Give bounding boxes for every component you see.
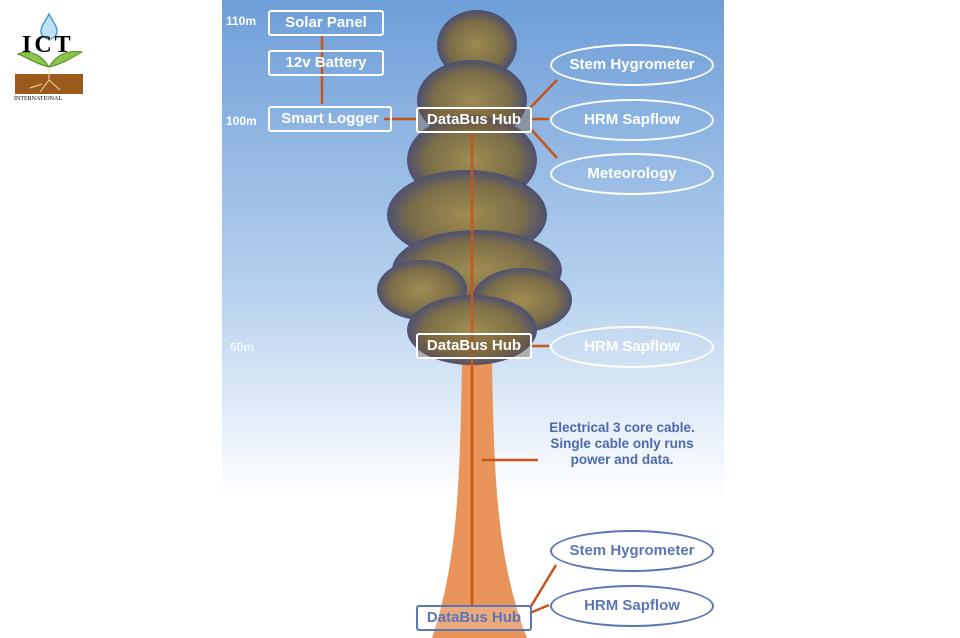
- ict-logo: ICT INTERNATIONAL: [12, 12, 86, 104]
- tree-diagram: 110m 100m 60m Solar Panel 12v Battery Sm…: [222, 0, 724, 638]
- sensor-hrm-sapflow-top: HRM Sapflow: [550, 99, 714, 141]
- databus-hub-bottom: DataBus Hub: [416, 605, 532, 631]
- logo-subtitle: INTERNATIONAL: [14, 96, 62, 102]
- cable-note-line-1: Electrical 3 core cable.: [549, 420, 695, 435]
- sensor-meteorology: Meteorology: [550, 153, 714, 195]
- databus-hub-top: DataBus Hub: [416, 107, 532, 133]
- sensor-hrm-sapflow-middle: HRM Sapflow: [550, 326, 714, 368]
- height-60m: 60m: [230, 340, 255, 354]
- smart-logger-box: Smart Logger: [268, 106, 392, 132]
- battery-box: 12v Battery: [268, 50, 384, 76]
- logo-graphic: [15, 12, 84, 94]
- height-110m: 110m: [226, 14, 257, 28]
- cable: [320, 36, 558, 615]
- cable-note: Electrical 3 core cable. Single cable on…: [527, 420, 717, 468]
- cable-note-line-3: power and data.: [570, 452, 674, 467]
- height-100m: 100m: [226, 114, 257, 128]
- sensor-stem-hygrometer-bottom: Stem Hygrometer: [550, 530, 714, 572]
- databus-hub-middle: DataBus Hub: [416, 333, 532, 359]
- solar-panel-box: Solar Panel: [268, 10, 384, 36]
- sensor-stem-hygrometer-top: Stem Hygrometer: [550, 44, 714, 86]
- sensor-hrm-sapflow-bottom: HRM Sapflow: [550, 585, 714, 627]
- logo-name: ICT: [22, 32, 74, 58]
- cable-note-line-2: Single cable only runs: [550, 436, 694, 451]
